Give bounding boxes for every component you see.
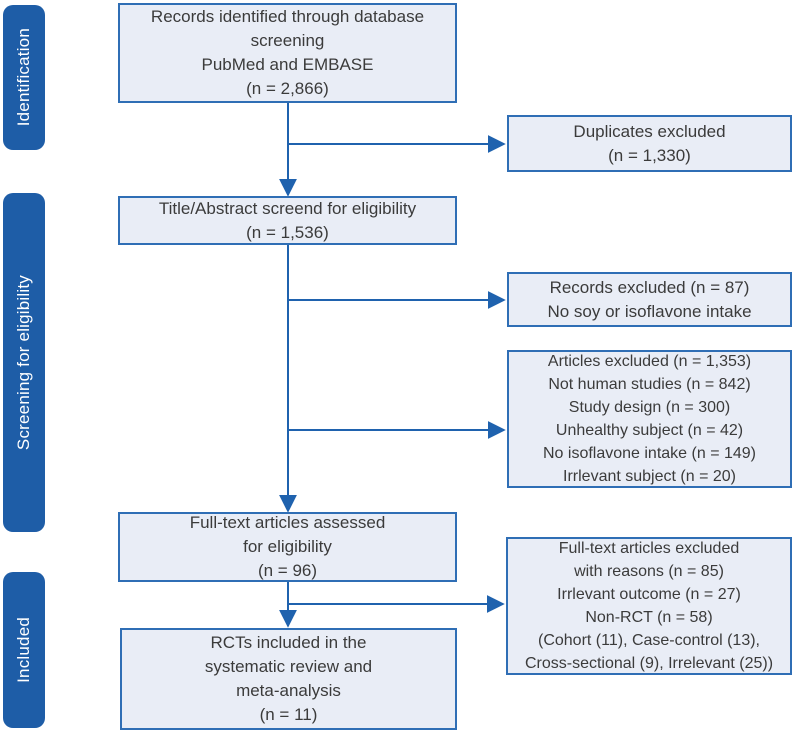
box-text-line: Irrlevant subject (n = 20)	[563, 468, 736, 485]
box-text-line: meta-analysis	[236, 681, 341, 700]
stage-label-text: Included	[14, 617, 33, 683]
flow-box-duplicates-excluded: Duplicates excluded (n = 1,330)	[507, 115, 792, 172]
box-text-line: RCTs included in the	[210, 633, 367, 652]
flow-box-fulltext-assessed: Full-text articles assessed for eligibil…	[118, 512, 457, 582]
stage-label-included: Included	[3, 572, 45, 728]
stage-label-identification: Identification	[3, 5, 45, 150]
box-text-line: Irrlevant outcome (n = 27)	[557, 586, 741, 603]
box-text-line: PubMed and EMBASE	[201, 55, 374, 74]
box-text-line: Duplicates excluded	[573, 121, 726, 141]
box-text-line: Study design (n = 300)	[568, 399, 731, 416]
box-text-line: Articles excluded (n = 1,353)	[547, 353, 752, 370]
box-text-line: No soy or isoflavone intake	[547, 301, 752, 321]
box-text-line: (n = 96)	[257, 561, 318, 580]
flow-box-records-identified: Records identified through database scre…	[118, 3, 457, 103]
box-text-line: systematic review and	[204, 657, 373, 676]
box-text-line: with reasons (n = 85)	[574, 563, 724, 580]
flow-box-fulltext-excluded: Full-text articles excluded with reasons…	[506, 537, 792, 675]
box-text-line: (Cohort (11), Case-control (13),	[538, 632, 760, 649]
box-text-line: Full-text articles assessed	[189, 513, 386, 532]
flow-box-records-excluded: Records excluded (n = 87) No soy or isof…	[507, 272, 792, 327]
box-text-line: for eligibility	[243, 537, 332, 556]
flow-box-articles-excluded: Articles excluded (n = 1,353) Not human …	[507, 350, 792, 488]
box-text-line: Not human studies (n = 842)	[548, 376, 751, 393]
box-text-line: (n = 11)	[259, 705, 318, 724]
box-text-line: Full-text articles excluded	[558, 540, 740, 557]
box-text-line: (n = 2,866)	[246, 79, 329, 98]
stage-label-screening-for-eligibility: Screening for eligibility	[3, 193, 45, 532]
box-text-line: Cross-sectional (9), Irrelevant (25))	[524, 655, 774, 672]
box-text-line: (n = 1,330)	[608, 145, 691, 165]
box-text-line: Non-RCT (n = 58)	[585, 609, 713, 626]
box-text-line: Records excluded (n = 87)	[549, 277, 750, 297]
flow-box-rcts-included: RCTs included in the systematic review a…	[120, 628, 457, 730]
box-text-line: Records identified through database	[150, 7, 425, 26]
box-text-line: Unhealthy subject (n = 42)	[555, 422, 744, 439]
box-text-line: (n = 1,536)	[246, 222, 329, 242]
box-text-line: Title/Abstract screend for eligibility	[158, 198, 417, 218]
flow-box-title-abstract-screen: Title/Abstract screend for eligibility (…	[118, 196, 457, 245]
stage-label-text: Screening for eligibility	[14, 274, 33, 451]
stage-label-text: Identification	[14, 28, 33, 127]
box-text-line: screening	[250, 31, 325, 50]
box-text-line: No isoflavone intake (n = 149)	[542, 445, 756, 462]
